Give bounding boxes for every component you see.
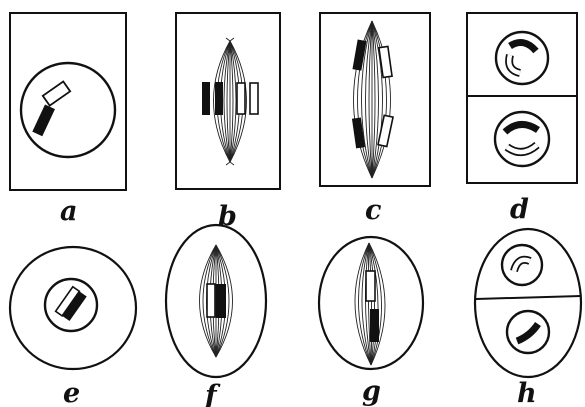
panel-d-frame [467, 13, 577, 183]
panel-g-spindle [355, 243, 385, 365]
panel-d-label: d [510, 194, 529, 225]
panel-a-dark-chromosome [32, 104, 55, 136]
panel-g-label: g [362, 376, 381, 407]
panel-f-label: f [203, 380, 221, 407]
panel-h [475, 229, 581, 377]
panel-c-dark-chromosome-1 [352, 40, 366, 71]
panel-h-cell [475, 229, 581, 377]
panel-h-lower-dark-chromosome [517, 324, 538, 341]
panel-e [10, 247, 136, 369]
panel-c-label: c [365, 195, 381, 226]
panel-b-dark-chromosome-1 [202, 82, 210, 115]
panel-c [320, 13, 430, 186]
panel-b-label: b [218, 201, 237, 232]
panel-d-upper-dark-chromosome [510, 42, 536, 51]
panel-h-upper-nucleus [502, 245, 542, 285]
panel-g [319, 237, 423, 369]
panel-a-light-chromosome [43, 81, 70, 105]
panel-b-light-chromosome-1 [237, 83, 245, 114]
panel-h-label: h [517, 378, 537, 407]
panel-f [166, 225, 266, 377]
panel-g-light-chromosome [366, 271, 375, 301]
panel-h-division-line [476, 296, 581, 299]
panel-a-cell [21, 63, 115, 157]
panel-d [467, 13, 577, 183]
panel-f-light-chromosome [207, 284, 215, 317]
panel-a-frame [10, 13, 126, 190]
panel-b [176, 13, 280, 189]
panel-c-light-chromosome-2 [378, 115, 393, 146]
panel-d-lower-dark-chromosome [505, 124, 538, 132]
panel-b-dark-chromosome-2 [215, 82, 223, 115]
panel-e-label: e [63, 378, 80, 407]
panel-a-label: a [60, 196, 78, 227]
panel-b-light-chromosome-2 [250, 83, 258, 114]
panel-f-dark-chromosome [216, 284, 226, 318]
panel-g-dark-chromosome [370, 309, 379, 342]
panel-a [10, 13, 126, 190]
panel-d-lower-nucleus [495, 112, 549, 166]
